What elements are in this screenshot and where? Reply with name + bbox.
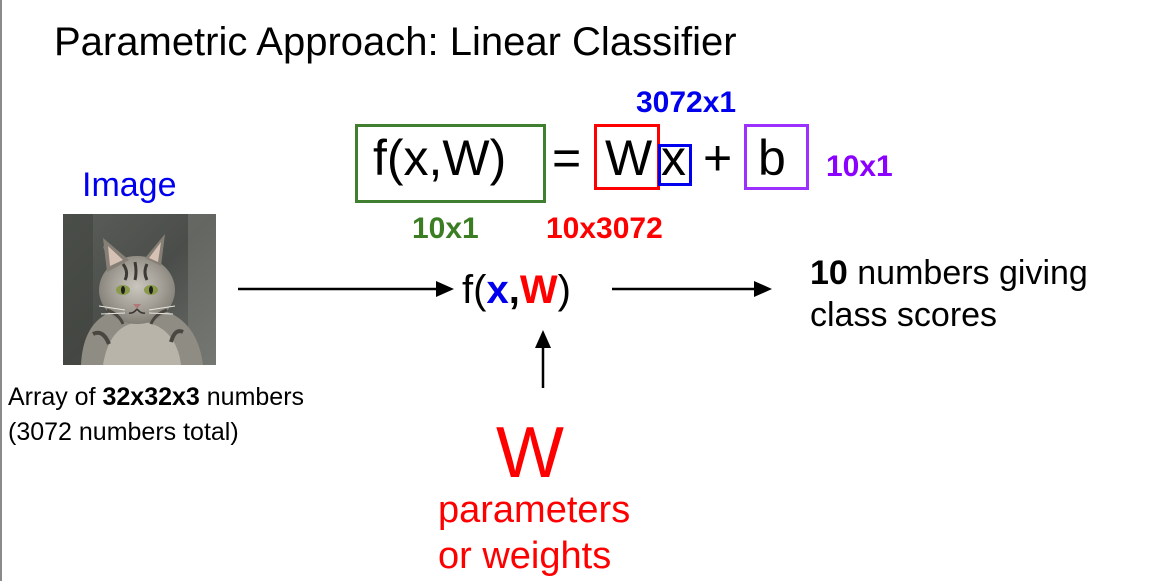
bias-box — [744, 124, 809, 190]
dim-output-label: 10x1 — [412, 212, 479, 245]
image-description: Array of 32x32x3 numbers (3072 numbers t… — [8, 380, 304, 450]
cat-photo — [63, 214, 216, 365]
image-desc-shape: 32x32x3 — [102, 383, 200, 411]
image-desc-total: (3072 numbers total) — [8, 418, 239, 446]
arrow-image-to-function-head — [436, 281, 454, 297]
fx-close: ) — [557, 268, 571, 312]
output-line1: numbers giving — [847, 254, 1088, 292]
arrow-function-to-scores-head — [754, 281, 772, 297]
fx-comma: , — [508, 268, 520, 312]
image-label: Image — [82, 166, 177, 204]
output-count: 10 — [810, 254, 848, 292]
weights-caption: parameters or weights — [438, 487, 630, 579]
output-line2: class scores — [810, 296, 998, 334]
equation-input: x — [661, 130, 686, 186]
dim-weights-label: 10x3072 — [546, 212, 663, 245]
weights-symbol: W — [496, 413, 564, 493]
arrow-weights-to-function-head — [535, 330, 551, 348]
slide-left-border — [0, 0, 2, 581]
fx-w: W — [519, 268, 558, 312]
fx-x: x — [486, 268, 509, 312]
weights-caption-line1: parameters — [438, 489, 631, 531]
output-scores: 10 numbers giving class scores — [810, 252, 1088, 336]
input-box — [658, 144, 692, 186]
image-desc-suffix: numbers — [199, 383, 305, 411]
lhs-box — [355, 124, 546, 203]
equation-bias: b — [758, 130, 786, 186]
weights-caption-line2: or weights — [438, 535, 612, 577]
equation-plus: + — [703, 130, 733, 186]
slide-title: Parametric Approach: Linear Classifier — [54, 20, 737, 64]
dim-input-label: 3072x1 — [636, 86, 737, 119]
equation-weight: W — [605, 130, 653, 186]
equation-equals: = — [552, 130, 582, 186]
function-node: f(x,W) — [462, 268, 571, 313]
image-desc-prefix: Array of — [8, 383, 103, 411]
equation-lhs: f(x,W) — [373, 130, 507, 186]
fx-open: f( — [462, 268, 487, 312]
dim-bias-label: 10x1 — [826, 150, 893, 183]
